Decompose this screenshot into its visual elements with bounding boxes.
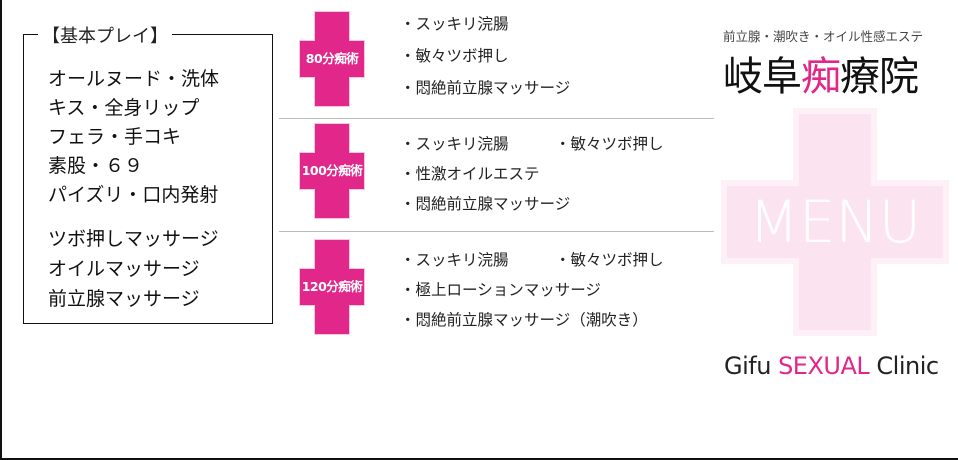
course-item: ・悶絶前立腺マッサージ（潮吹き）	[400, 311, 648, 329]
brand-subtitle: 前立腺・潮吹き・オイル性感エステ	[723, 29, 924, 44]
menu-label: MENU	[748, 188, 922, 256]
course-80-badge: 80分痴術	[299, 11, 365, 107]
play-item: 前立腺マッサージ	[48, 288, 200, 310]
course-item: ・敏々ツボ押し	[400, 47, 509, 65]
course-item: ・スッキリ浣腸	[400, 15, 509, 33]
play-item: 素股・６９	[48, 155, 144, 177]
title-part: 療院	[840, 54, 919, 100]
course-item: ・悶絶前立腺マッサージ	[400, 195, 571, 213]
course-120-badge: 120分痴術	[299, 239, 365, 335]
play-item: オールヌード・洗体	[48, 68, 220, 90]
course-item: ・スッキリ浣腸	[400, 135, 509, 153]
eng-part: Gifu	[724, 352, 779, 380]
play-item: キス・全身リップ	[48, 97, 200, 119]
course-label: 80分痴術	[305, 51, 359, 66]
course-item: ・性激オイルエステ	[400, 165, 540, 183]
course-label: 120分痴術	[301, 279, 363, 294]
play-item: ツボ押しマッサージ	[48, 228, 219, 250]
play-item: オイルマッサージ	[48, 258, 200, 280]
divider	[279, 231, 714, 232]
course-label: 100分痴術	[301, 163, 363, 178]
basic-play-title: 【基本プレイ】	[38, 22, 172, 48]
brand-title: 岐阜痴療院	[723, 44, 919, 102]
menu-cross-logo: MENU	[721, 108, 949, 336]
course-100-badge: 100分痴術	[299, 123, 365, 219]
eng-part: Clinic	[869, 352, 939, 380]
course-item: ・悶絶前立腺マッサージ	[400, 79, 571, 97]
eng-accent: SEXUAL	[778, 352, 870, 380]
course-item: ・極上ローションマッサージ	[400, 281, 601, 299]
brand-english-name: Gifu SEXUAL Clinic	[724, 352, 939, 380]
course-item: ・敏々ツボ押し	[555, 251, 664, 269]
course-item: ・敏々ツボ押し	[555, 135, 664, 153]
title-part: 岐阜	[723, 54, 802, 100]
title-accent: 痴	[801, 54, 841, 100]
play-item: パイズリ・口内発射	[48, 184, 219, 206]
divider	[279, 118, 714, 119]
play-item: フェラ・手コキ	[48, 126, 182, 148]
course-item: ・スッキリ浣腸	[400, 251, 509, 269]
